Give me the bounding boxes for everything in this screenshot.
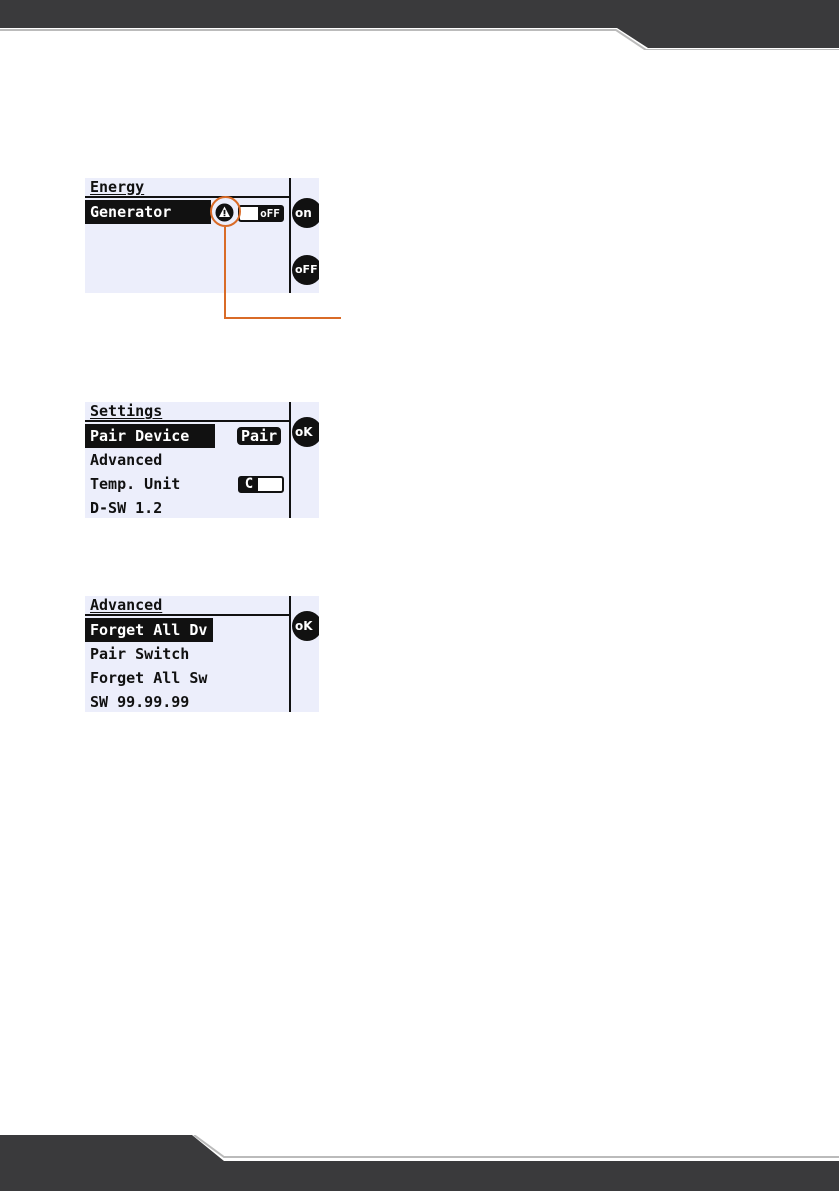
ok-button[interactable]: oK: [292, 417, 319, 447]
menu-item-advanced[interactable]: Advanced: [85, 448, 167, 472]
menu-item-version: SW 99.99.99: [85, 690, 194, 712]
off-button[interactable]: oFF: [292, 255, 319, 285]
title-divider: [85, 196, 290, 198]
bottom-footer-band: [0, 1135, 839, 1191]
title-divider: [85, 614, 290, 616]
menu-item-pair-device[interactable]: Pair Device: [85, 424, 215, 448]
menu-item-forget-all-devices[interactable]: Forget All Dv: [85, 618, 213, 642]
screen-title: Advanced: [90, 596, 162, 614]
menu-item-label: SW 99.99.99: [90, 693, 189, 711]
callout-line: [224, 317, 341, 319]
button-divider: [289, 596, 291, 712]
toggle-off-label: oFF: [258, 207, 282, 220]
screen-title: Energy: [90, 178, 144, 196]
menu-item-label: Forget All Dv: [90, 621, 207, 639]
menu-item-label: Generator: [90, 203, 171, 221]
menu-item-forget-all-switches[interactable]: Forget All Sw: [85, 666, 212, 690]
menu-item-label: Forget All Sw: [90, 669, 207, 687]
advanced-screen: Advanced Forget All Dv Pair Switch Forge…: [85, 596, 319, 712]
callout-line: [224, 227, 226, 319]
settings-screen: Settings Pair Device Advanced Temp. Unit…: [85, 402, 319, 518]
screen-title: Settings: [90, 402, 162, 420]
menu-item-label: Pair Device: [90, 427, 189, 445]
menu-item-generator[interactable]: Generator: [85, 200, 211, 224]
button-divider: [289, 402, 291, 518]
menu-item-temp-unit[interactable]: Temp. Unit: [85, 472, 185, 496]
title-divider: [85, 420, 290, 422]
ok-button[interactable]: oK: [292, 611, 319, 641]
energy-screen: Energy Generator oFF on oFF: [85, 178, 319, 293]
menu-item-version: D-SW 1.2: [85, 496, 167, 518]
menu-item-label: D-SW 1.2: [90, 499, 162, 517]
menu-item-pair-switch[interactable]: Pair Switch: [85, 642, 194, 666]
generator-toggle[interactable]: oFF: [238, 205, 284, 222]
on-button[interactable]: on: [292, 198, 319, 228]
top-header-band: [0, 0, 839, 50]
button-divider: [289, 178, 291, 293]
temp-unit-value: C: [240, 478, 258, 491]
menu-item-label: Temp. Unit: [90, 475, 180, 493]
pair-badge[interactable]: Pair: [237, 427, 281, 445]
temp-unit-toggle[interactable]: C: [238, 476, 284, 493]
warning-callout-circle: [210, 196, 241, 227]
menu-item-label: Pair Switch: [90, 645, 189, 663]
menu-item-label: Advanced: [90, 451, 162, 469]
